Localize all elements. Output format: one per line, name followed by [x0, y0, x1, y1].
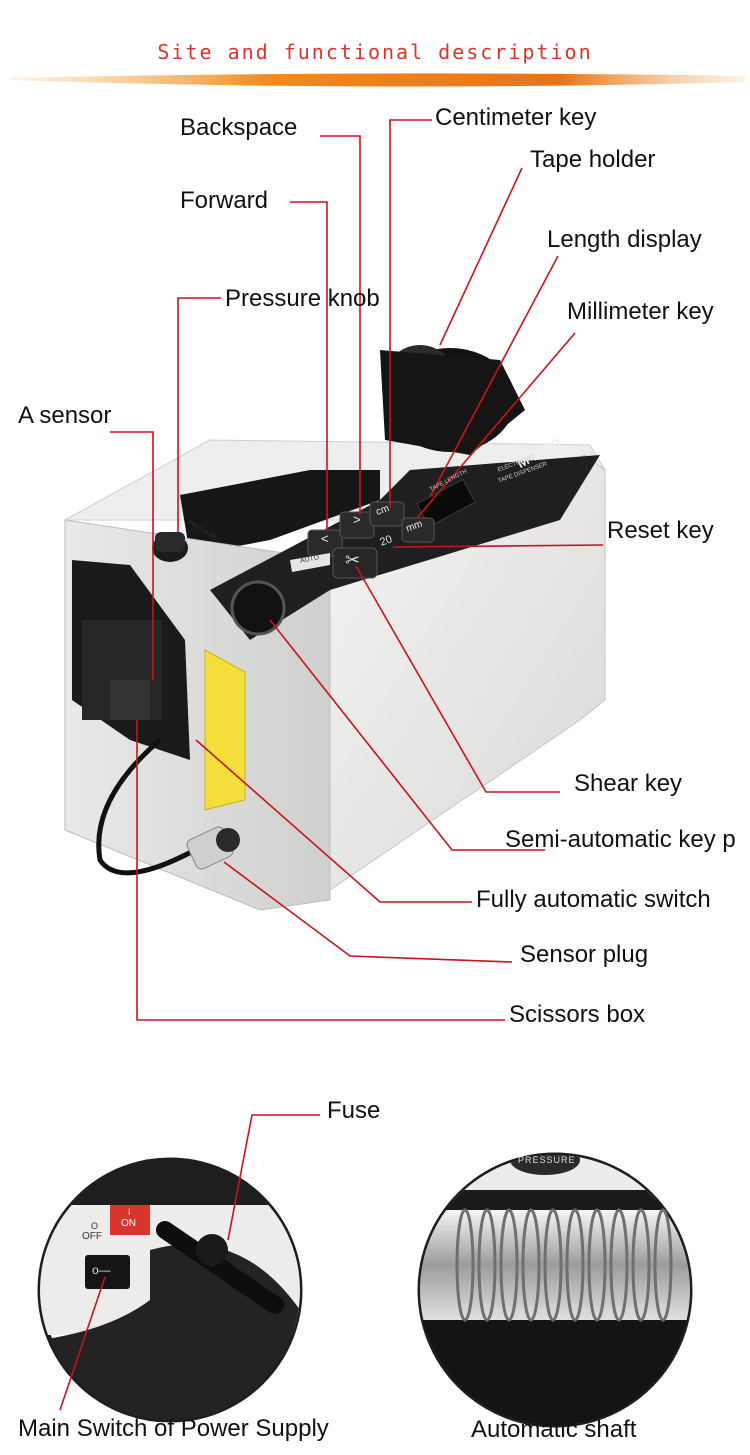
tape-dispenser-illustration — [64, 345, 606, 911]
line-tape-holder — [439, 167, 523, 346]
label-fully-automatic-switch: Fully automatic switch — [476, 886, 711, 913]
line-sensor-plug — [223, 861, 513, 963]
line-fully-auto — [195, 739, 472, 903]
label-forward: Forward — [180, 187, 269, 214]
backspace-key[interactable]: > — [353, 512, 361, 527]
shaft-disc — [455, 1208, 475, 1322]
line-shear — [355, 565, 560, 793]
callout-lines — [110, 119, 604, 1021]
line-semi-auto — [269, 619, 545, 851]
label-shear-key: Shear key — [574, 770, 683, 797]
detail-power-switch — [37, 1114, 320, 1423]
label-length-display: Length display — [547, 226, 702, 253]
label-fuse: Fuse — [327, 1097, 381, 1124]
label-automatic-shaft: Automatic shaft — [471, 1416, 637, 1443]
off-label: OFF — [82, 1231, 102, 1242]
on-label: ON — [121, 1218, 136, 1229]
line-reset — [392, 544, 604, 548]
sensor-plug — [186, 826, 240, 870]
shaft-disc — [543, 1208, 563, 1322]
label-sensor-plug: Sensor plug — [520, 941, 649, 968]
line-a-sensor — [110, 431, 154, 680]
shaft-disc — [565, 1208, 585, 1322]
shaft-disc — [587, 1208, 607, 1322]
label-tape-holder: Tape holder — [530, 146, 656, 173]
label-semi-automatic-key: Semi-automatic key p — [505, 826, 736, 853]
scissors-icon[interactable]: ✂ — [345, 550, 361, 570]
detail-automatic-shaft — [417, 1152, 693, 1428]
off-symbol: O — [91, 1221, 99, 1231]
label-scissors-box: Scissors box — [509, 1001, 646, 1028]
label-backspace: Backspace — [180, 114, 298, 141]
line-main-switch — [59, 1276, 106, 1411]
page-title: Site and functional description — [157, 40, 593, 64]
label-a-sensor: A sensor — [18, 402, 112, 429]
control-keys — [307, 501, 435, 579]
line-backspace — [320, 135, 361, 515]
shaft-disc — [477, 1208, 497, 1322]
shaft-disc — [499, 1208, 519, 1322]
shaft-disc — [521, 1208, 541, 1322]
shaft-disc — [609, 1208, 629, 1322]
on-symbol: I — [128, 1207, 131, 1217]
line-centimeter — [389, 119, 432, 507]
line-length-display — [429, 255, 559, 498]
label-pressure-knob: Pressure knob — [225, 285, 380, 312]
shaft-disc — [653, 1208, 673, 1322]
label-centimeter-key: Centimeter key — [435, 104, 597, 131]
line-millimeter — [416, 332, 576, 519]
shaft-knob-label: PRESSURE — [518, 1155, 576, 1165]
label-main-switch: Main Switch of Power Supply — [18, 1415, 329, 1442]
line-pressure-knob — [177, 297, 221, 532]
line-fuse — [227, 1114, 320, 1241]
power-switch[interactable]: o— — [92, 1263, 111, 1277]
forward-key[interactable]: < — [321, 531, 329, 546]
line-scissors-box — [136, 720, 505, 1021]
label-millimeter-key: Millimeter key — [567, 298, 714, 325]
shaft-discs — [455, 1208, 673, 1322]
line-forward — [290, 201, 328, 530]
label-reset-key: Reset key — [607, 517, 714, 544]
shaft-disc — [631, 1208, 651, 1322]
header-bar — [10, 73, 745, 87]
